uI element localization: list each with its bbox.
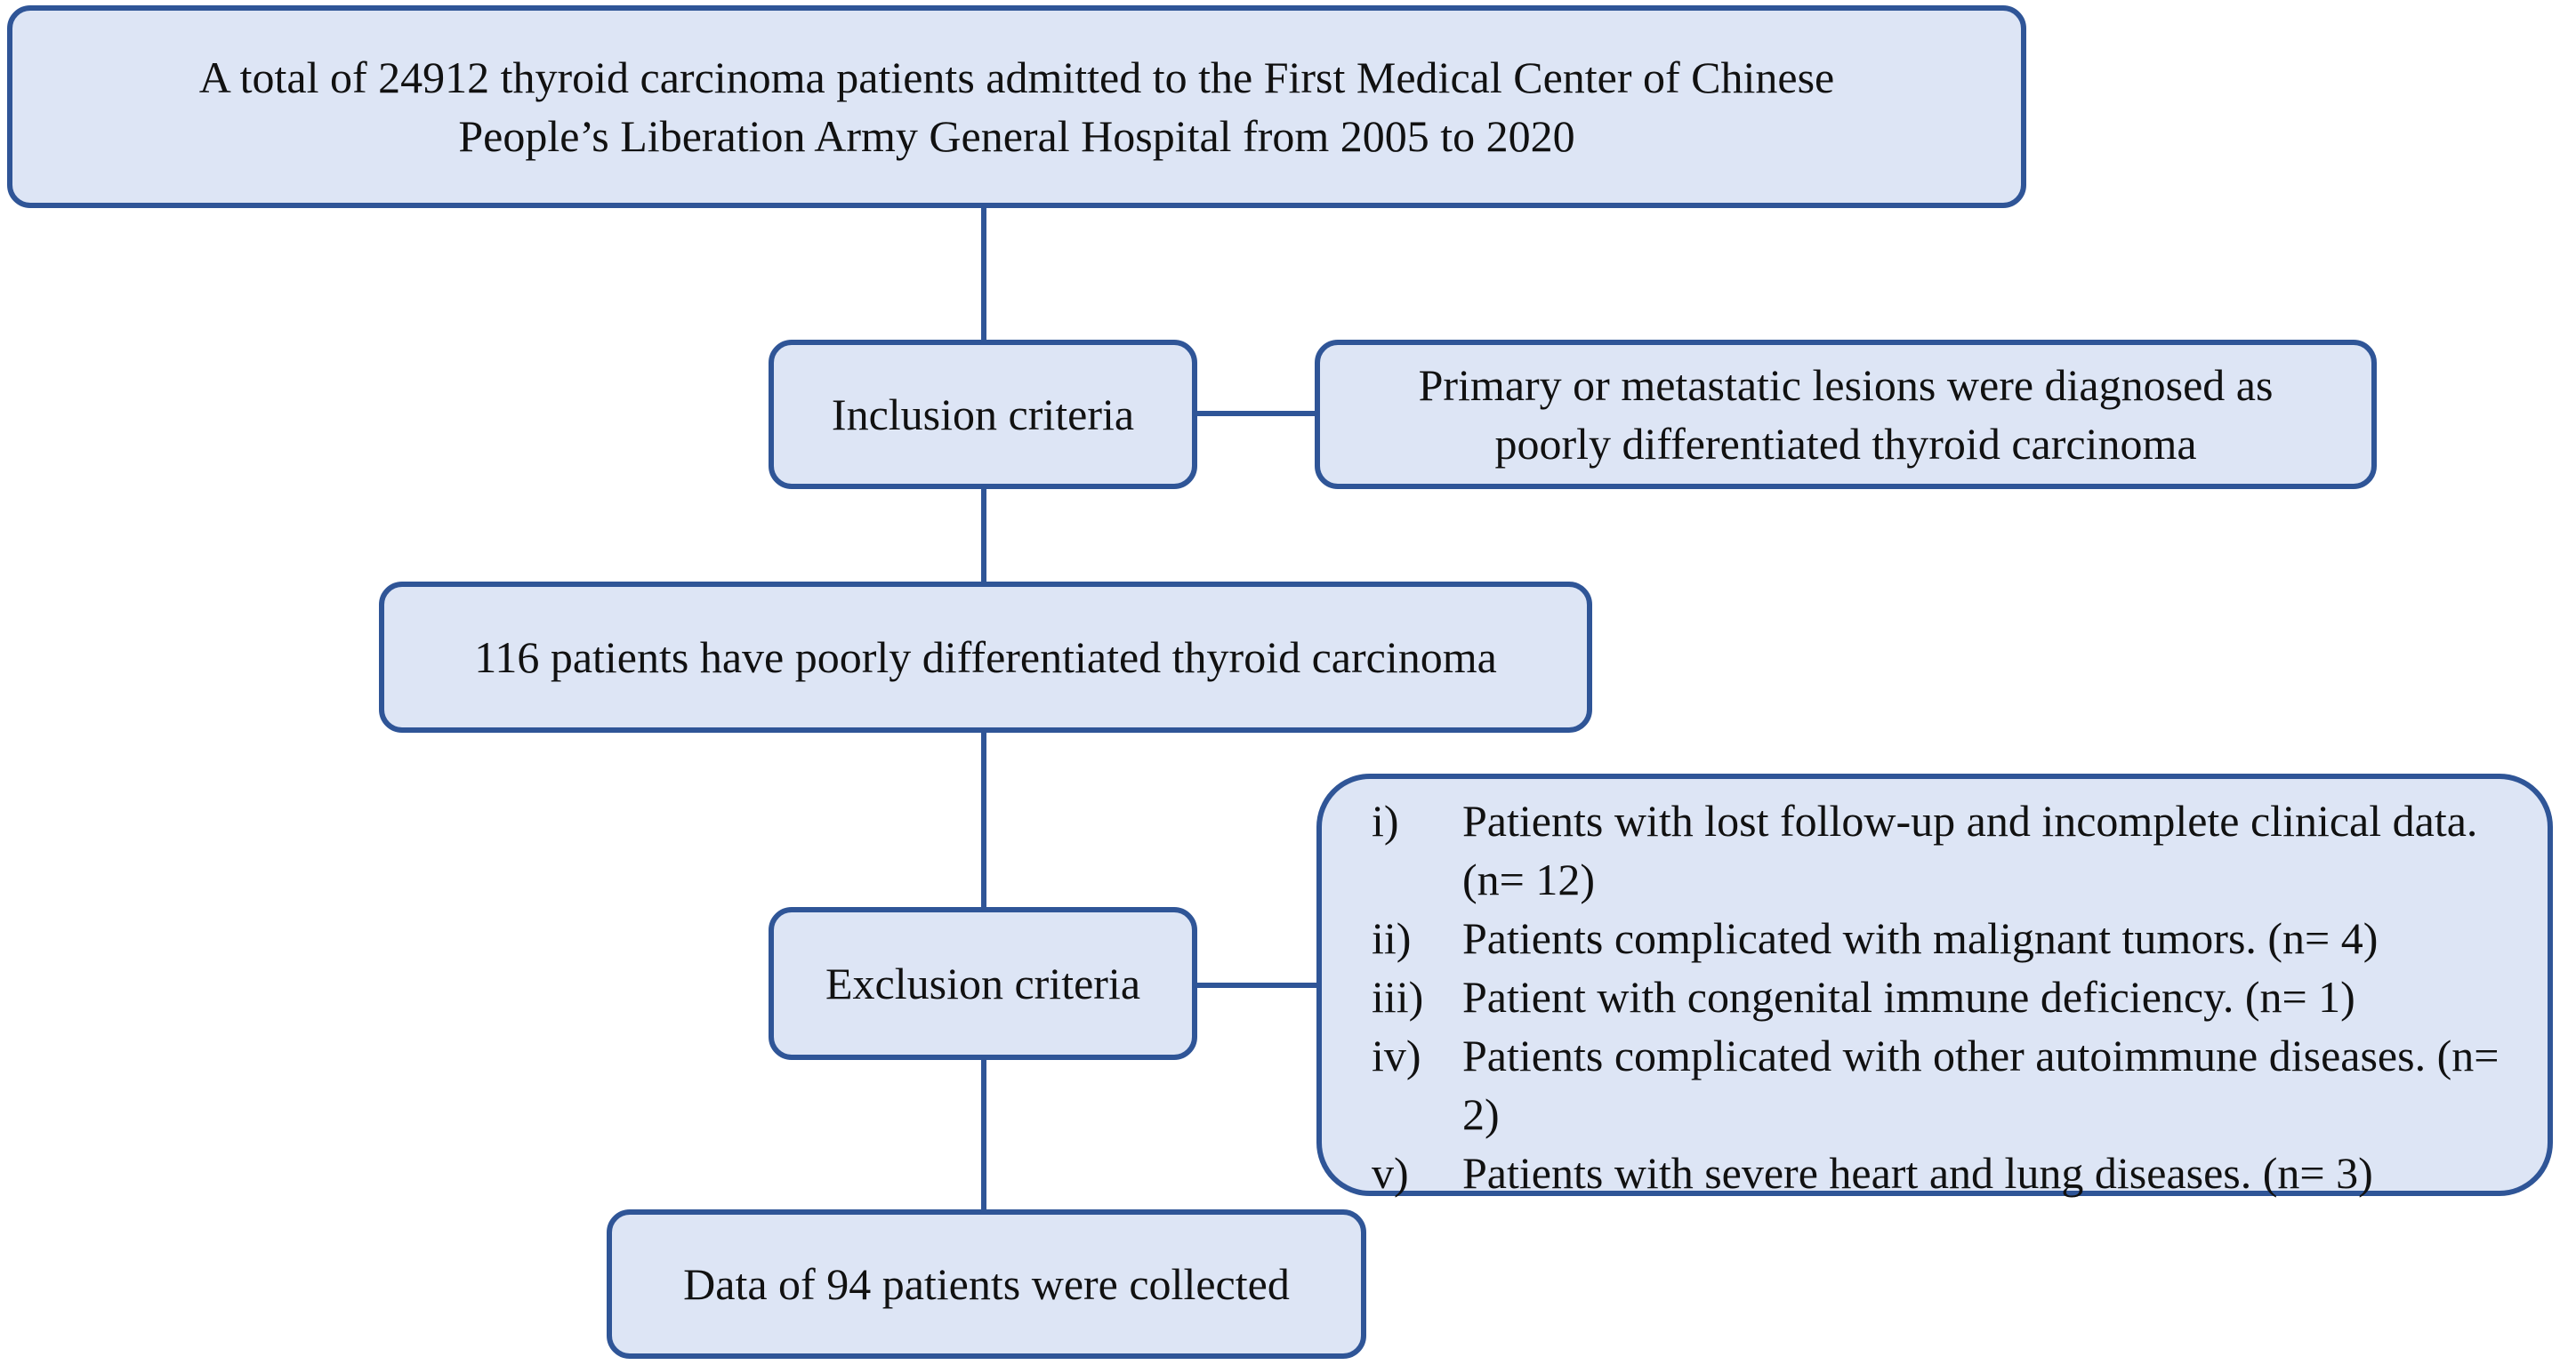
final-data-text: Data of 94 patients were collected	[683, 1259, 1290, 1309]
exclusion-item-text: Patients with severe heart and lung dise…	[1462, 1148, 2373, 1198]
exclusion-item-text: Patients complicated with other autoimmu…	[1462, 1031, 2500, 1139]
inclusion-criteria-box: Inclusion criteria	[769, 340, 1197, 489]
exclusion-item: iii) Patient with congenital immune defi…	[1372, 968, 2548, 1026]
exclusion-criteria-list: i) Patients with lost follow-up and inco…	[1316, 774, 2553, 1198]
total-patients-line1: A total of 24912 thyroid carcinoma patie…	[198, 52, 1835, 102]
total-patients-box: A total of 24912 thyroid carcinoma patie…	[7, 5, 2026, 208]
exclusion-item: ii) Patients complicated with malignant …	[1372, 909, 2548, 968]
connector-inclusion-to-pdtc	[981, 487, 986, 583]
exclusion-criteria-box: Exclusion criteria	[769, 907, 1197, 1060]
connector-pdtc-to-exclusion	[981, 731, 986, 909]
inclusion-criteria-line1: Primary or metastatic lesions were diagn…	[1418, 360, 2274, 410]
exclusion-item: iv) Patients complicated with other auto…	[1372, 1026, 2548, 1144]
exclusion-item: v) Patients with severe heart and lung d…	[1372, 1144, 2548, 1202]
exclusion-item-number: iv)	[1372, 1031, 1421, 1080]
exclusion-item-number: i)	[1372, 796, 1399, 846]
inclusion-criteria-label: Inclusion criteria	[831, 389, 1135, 439]
connector-top-to-inclusion	[981, 206, 986, 341]
exclusion-criteria-label: Exclusion criteria	[825, 959, 1141, 1008]
exclusion-item-number: v)	[1372, 1148, 1409, 1198]
final-data-box: Data of 94 patients were collected	[607, 1209, 1366, 1359]
inclusion-criteria-line2: poorly differentiated thyroid carcinoma	[1494, 419, 2197, 469]
inclusion-criteria-detail-box: Primary or metastatic lesions were diagn…	[1315, 340, 2377, 489]
exclusion-item: i) Patients with lost follow-up and inco…	[1372, 791, 2548, 909]
pdtc-patients-box: 116 patients have poorly differentiated …	[379, 582, 1592, 733]
total-patients-line2: People’s Liberation Army General Hospita…	[458, 111, 1575, 161]
exclusion-item-number: ii)	[1372, 913, 1412, 963]
exclusion-item-text: Patients complicated with malignant tumo…	[1462, 913, 2379, 963]
connector-inclusion-to-criteria	[1195, 411, 1316, 416]
exclusion-item-text: Patient with congenital immune deficienc…	[1462, 972, 2355, 1022]
pdtc-patients-text: 116 patients have poorly differentiated …	[474, 632, 1497, 682]
connector-exclusion-to-final	[981, 1058, 986, 1211]
exclusion-item-text: Patients with lost follow-up and incompl…	[1462, 796, 2478, 904]
connector-exclusion-to-criteria	[1195, 983, 1316, 988]
exclusion-item-number: iii)	[1372, 972, 1424, 1022]
